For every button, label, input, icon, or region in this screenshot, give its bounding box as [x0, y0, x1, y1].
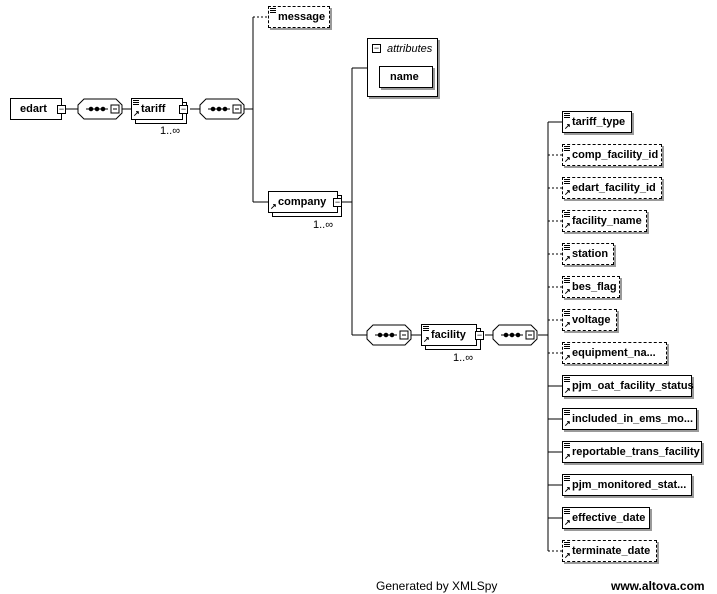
collapse-tariff-icon[interactable]: − — [179, 104, 188, 114]
collapse-edart-icon[interactable]: − — [57, 104, 66, 114]
reference-arrow-icon: ↗ — [133, 109, 140, 118]
reference-arrow-icon: ↗ — [564, 485, 571, 494]
reference-arrow-icon: ↗ — [564, 386, 571, 395]
child-element-reportable-trans-facility[interactable]: ↗reportable_trans_facility — [562, 441, 702, 463]
element-facility[interactable]: facility ↗ — [421, 324, 477, 346]
company-cardinality: 1..∞ — [313, 219, 334, 231]
doc-icon — [423, 326, 429, 333]
attributes-title: attributes — [387, 43, 433, 55]
reference-arrow-icon: ↗ — [564, 155, 571, 164]
reference-arrow-icon: ↗ — [564, 518, 571, 527]
facility-cardinality: 1..∞ — [453, 352, 474, 364]
sequence-dot — [222, 106, 228, 112]
reference-arrow-icon: ↗ — [423, 335, 430, 344]
attribute-name[interactable]: name — [379, 66, 433, 88]
child-element-tariff-type[interactable]: ↗tariff_type — [562, 111, 632, 133]
child-element-pjm-oat-facility-status[interactable]: ↗pjm_oat_facility_status — [562, 375, 694, 397]
doc-icon — [564, 443, 570, 450]
doc-icon — [133, 100, 139, 107]
sequence-dot — [210, 106, 216, 112]
element-company[interactable]: company ↗ — [268, 191, 338, 213]
child-element-station[interactable]: ↗station — [562, 243, 614, 265]
sequence-dot — [216, 106, 222, 112]
reference-arrow-icon: ↗ — [270, 202, 277, 211]
child-element-effective-date[interactable]: ↗effective_date — [562, 507, 650, 529]
doc-icon — [564, 344, 570, 351]
doc-icon — [564, 377, 570, 384]
child-element-bes-flag[interactable]: ↗bes_flag — [562, 276, 620, 298]
sequence-dot — [94, 106, 100, 112]
sequence-dot — [503, 332, 509, 338]
child-element-terminate-date[interactable]: ↗terminate_date — [562, 540, 657, 562]
reference-arrow-icon: ↗ — [564, 320, 571, 329]
reference-arrow-icon: ↗ — [564, 122, 571, 131]
element-message[interactable]: message — [268, 6, 330, 28]
child-element-included-in-ems-mo[interactable]: ↗included_in_ems_mo... — [562, 408, 697, 430]
collapse-facility-icon[interactable]: − — [475, 330, 484, 340]
doc-icon — [564, 410, 570, 417]
reference-arrow-icon: ↗ — [564, 287, 571, 296]
element-tariff[interactable]: tariff ↗ — [131, 98, 183, 120]
reference-arrow-icon: ↗ — [564, 551, 571, 560]
sequence-dot — [100, 106, 106, 112]
doc-icon — [564, 542, 570, 549]
website-label: www.altova.com — [611, 579, 705, 593]
element-edart[interactable]: edart — [10, 98, 62, 120]
reference-arrow-icon: ↗ — [564, 221, 571, 230]
tariff-cardinality: 1..∞ — [160, 125, 181, 137]
attributes-group: − attributes name — [367, 38, 438, 97]
doc-icon — [564, 311, 570, 318]
doc-icon — [270, 8, 276, 15]
generated-by-label: Generated by XMLSpy — [376, 579, 498, 593]
doc-icon — [564, 476, 570, 483]
collapse-attributes-icon[interactable]: − — [372, 43, 381, 53]
sequence-dot — [383, 332, 389, 338]
reference-arrow-icon: ↗ — [564, 353, 571, 362]
doc-icon — [564, 179, 570, 186]
doc-icon — [564, 278, 570, 285]
doc-icon — [564, 212, 570, 219]
sequence-dot — [509, 332, 515, 338]
doc-icon — [564, 245, 570, 252]
reference-arrow-icon: ↗ — [564, 419, 571, 428]
reference-arrow-icon: ↗ — [564, 188, 571, 197]
child-element-comp-facility-id[interactable]: ↗comp_facility_id — [562, 144, 662, 166]
child-element-facility-name[interactable]: ↗facility_name — [562, 210, 647, 232]
child-element-pjm-monitored-stat[interactable]: ↗pjm_monitored_stat... — [562, 474, 692, 496]
doc-icon — [564, 509, 570, 516]
doc-icon — [564, 113, 570, 120]
reference-arrow-icon: ↗ — [564, 452, 571, 461]
sequence-dot — [389, 332, 395, 338]
doc-icon — [564, 146, 570, 153]
child-element-voltage[interactable]: ↗voltage — [562, 309, 617, 331]
sequence-dot — [377, 332, 383, 338]
collapse-company-icon[interactable]: − — [333, 197, 342, 207]
child-element-edart-facility-id[interactable]: ↗edart_facility_id — [562, 177, 662, 199]
sequence-dot — [515, 332, 521, 338]
child-element-equipment-na[interactable]: ↗equipment_na... — [562, 342, 667, 364]
reference-arrow-icon: ↗ — [564, 254, 571, 263]
sequence-dot — [88, 106, 94, 112]
